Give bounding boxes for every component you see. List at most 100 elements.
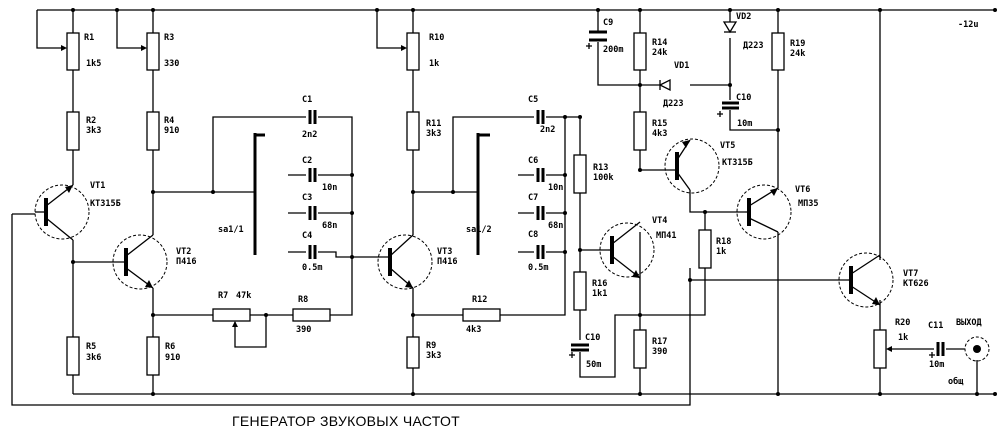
junction-dot [115,8,119,12]
junction-dot [151,190,155,194]
svg-text:КТ315Б: КТ315Б [90,199,121,209]
label-r18: R18 [716,237,731,247]
junction-dot [993,392,997,396]
label-r3: R3 [164,33,174,43]
svg-text:VT3: VT3 [437,247,452,257]
svg-text:VD1: VD1 [674,61,689,71]
resistor-r11 [406,111,420,151]
junction-dot [878,8,882,12]
resistor-r5 [66,336,80,376]
svg-text:VT4: VT4 [652,216,667,226]
value-r9: 3k3 [426,351,441,361]
junction-dot [411,392,415,396]
junction-dot [578,115,582,119]
resistor-r7 [212,308,251,322]
resistor-r17 [633,329,647,369]
junction-dot [638,313,642,317]
resistor-r3 [146,32,160,71]
value-r8: 390 [296,325,311,335]
value-r6: 910 [165,353,180,363]
value-r7: 47k [236,291,251,301]
transistor-vt4 [599,221,655,279]
resistor-r16 [573,271,587,311]
svg-text:VT5: VT5 [720,141,735,151]
svg-text:КТ626: КТ626 [903,279,929,289]
svg-text:68n: 68n [322,221,337,231]
junction-dot [151,313,155,317]
resistor-r19 [771,32,785,71]
label-r12: R12 [472,295,487,305]
junction-dot [350,173,354,177]
transistor-vt5 [664,138,720,194]
label-r8: R8 [298,295,308,305]
svg-text:68n: 68n [548,221,563,231]
label-r5: R5 [86,342,96,352]
junction-dot [411,8,415,12]
value-r5: 3k6 [86,353,101,363]
label-r15: R15 [652,119,667,129]
junction-dot [975,392,979,396]
label-r6: R6 [165,342,175,352]
junction-dot [411,190,415,194]
svg-text:П416: П416 [176,257,196,267]
svg-text:2n2: 2n2 [302,130,317,140]
value-r15: 4k3 [652,129,667,139]
label-r9: R9 [426,341,436,351]
label-r20: R20 [895,318,910,328]
svg-text:C10: C10 [585,333,600,343]
value-r10: 1k [429,59,439,69]
svg-text:10n: 10n [548,183,563,193]
junction-dot [776,128,780,132]
svg-text:2n2: 2n2 [540,125,555,135]
resistor-r1 [66,32,80,71]
value-r20: 1k [898,333,908,343]
value-r18: 1k [716,247,726,257]
diodes [658,21,738,92]
resistor-r8 [292,308,331,322]
svg-text:Д223: Д223 [743,41,763,51]
junction-dot [776,8,780,12]
junction-dot [728,8,732,12]
svg-text:C9: C9 [603,18,613,28]
transistors [34,138,894,308]
svg-text:C11: C11 [928,321,943,331]
value-r14: 24k [652,48,667,58]
value-r13: 100k [593,173,613,183]
resistor-r12 [462,308,501,322]
svg-text:МП41: МП41 [656,231,676,241]
svg-text:Д223: Д223 [663,99,683,109]
label-r7: R7 [218,291,228,301]
svg-text:C10: C10 [736,93,751,103]
svg-text:МП35: МП35 [798,199,818,209]
resistor-r9 [406,336,420,369]
resistor-r15 [633,111,647,151]
transistor-vt6 [736,184,792,240]
svg-text:0.5m: 0.5m [302,263,322,273]
svg-text:C8: C8 [528,230,538,240]
label-r4: R4 [164,116,174,126]
junction-dot [993,8,997,12]
output-jack[interactable] [964,336,990,362]
junction-dot [264,313,268,317]
junction-dot [563,250,567,254]
diode-vd1 [658,78,671,92]
common-label: общ [948,376,964,387]
resistor-r2 [66,111,80,151]
label-r2: R2 [86,116,96,126]
resistor-r10 [406,32,420,71]
junction-dot [776,392,780,396]
svg-text:C7: C7 [528,193,538,203]
resistor-r13 [573,154,587,194]
value-r17: 390 [652,347,667,357]
transistor-vt7 [838,252,894,308]
junctions [71,8,997,396]
svg-text:0.5m: 0.5m [528,263,548,273]
svg-text:50m: 50m [586,360,601,370]
junction-dot [878,392,882,396]
value-r19: 24k [790,49,805,59]
label-r14: R14 [652,38,667,48]
junction-dot [578,248,582,252]
junction-dot [71,8,75,12]
resistor-r6 [146,336,160,376]
